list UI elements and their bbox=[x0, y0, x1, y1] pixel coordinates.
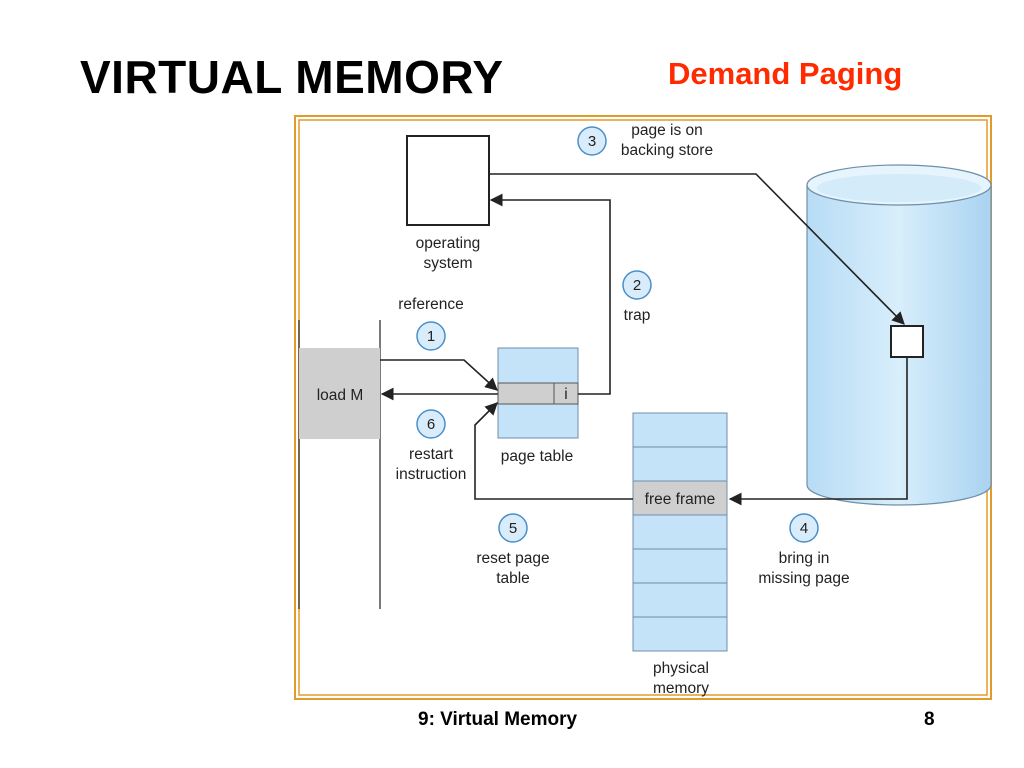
free-frame-label: free frame bbox=[645, 491, 716, 508]
slide-subtitle: Demand Paging bbox=[668, 56, 903, 91]
missing-page-block bbox=[890, 325, 924, 358]
load-instruction-label: load M bbox=[317, 387, 364, 404]
svg-text:6: 6 bbox=[427, 416, 435, 433]
physical-memory bbox=[632, 412, 728, 652]
memory-frame bbox=[632, 446, 728, 482]
step-5-label-line2: table bbox=[496, 570, 530, 587]
load-instruction-box bbox=[299, 348, 380, 439]
demand-paging-diagram: operating system load M reference i page… bbox=[294, 115, 992, 700]
memory-frame bbox=[632, 582, 728, 618]
memory-frame bbox=[632, 548, 728, 584]
step-5-label-line1: reset page bbox=[476, 550, 549, 567]
step-5: 5 reset page table bbox=[476, 513, 550, 587]
step-4-label-line2: missing page bbox=[758, 570, 849, 587]
svg-text:3: 3 bbox=[588, 133, 596, 150]
step-3-label-line1: page is on bbox=[631, 122, 703, 139]
svg-text:4: 4 bbox=[800, 520, 808, 537]
memory-frame bbox=[632, 412, 728, 448]
svg-text:5: 5 bbox=[509, 520, 517, 537]
step-6-label-line2: instruction bbox=[396, 466, 467, 483]
os-label-line1: operating bbox=[416, 235, 481, 252]
memory-frame bbox=[632, 514, 728, 550]
page-table-label: page table bbox=[501, 448, 573, 465]
arrow-reference bbox=[380, 359, 498, 391]
step-4: 4 bring in missing page bbox=[758, 513, 850, 587]
svg-text:2: 2 bbox=[633, 277, 641, 294]
footer-chapter: 9: Virtual Memory bbox=[418, 709, 578, 730]
memory-frame bbox=[632, 616, 728, 652]
step-6-label-line1: restart bbox=[409, 446, 454, 463]
os-label-line2: system bbox=[423, 255, 472, 272]
arrow-bring-in-page bbox=[728, 357, 908, 506]
slide-title: VIRTUAL MEMORY bbox=[80, 51, 504, 103]
physical-memory-label-line1: physical bbox=[653, 660, 709, 677]
reference-label: reference bbox=[398, 296, 463, 313]
step-2: 2 trap bbox=[622, 270, 652, 324]
svg-text:1: 1 bbox=[427, 328, 435, 345]
step-6: 6 restart instruction bbox=[396, 409, 467, 483]
physical-memory-label-line2: memory bbox=[653, 680, 709, 697]
footer-page-number: 8 bbox=[924, 709, 935, 730]
invalid-bit: i bbox=[564, 386, 567, 403]
step-4-label-line1: bring in bbox=[779, 550, 830, 567]
step-3-label-line2: backing store bbox=[621, 142, 713, 159]
arrow-backing-store bbox=[489, 173, 905, 325]
operating-system-box bbox=[406, 135, 490, 226]
step-3: 3 page is on backing store bbox=[577, 122, 713, 159]
arrow-trap bbox=[489, 193, 611, 395]
step-1: 1 bbox=[416, 321, 446, 351]
arrow-reset-page-table bbox=[474, 402, 633, 500]
step-2-label: trap bbox=[624, 307, 651, 324]
